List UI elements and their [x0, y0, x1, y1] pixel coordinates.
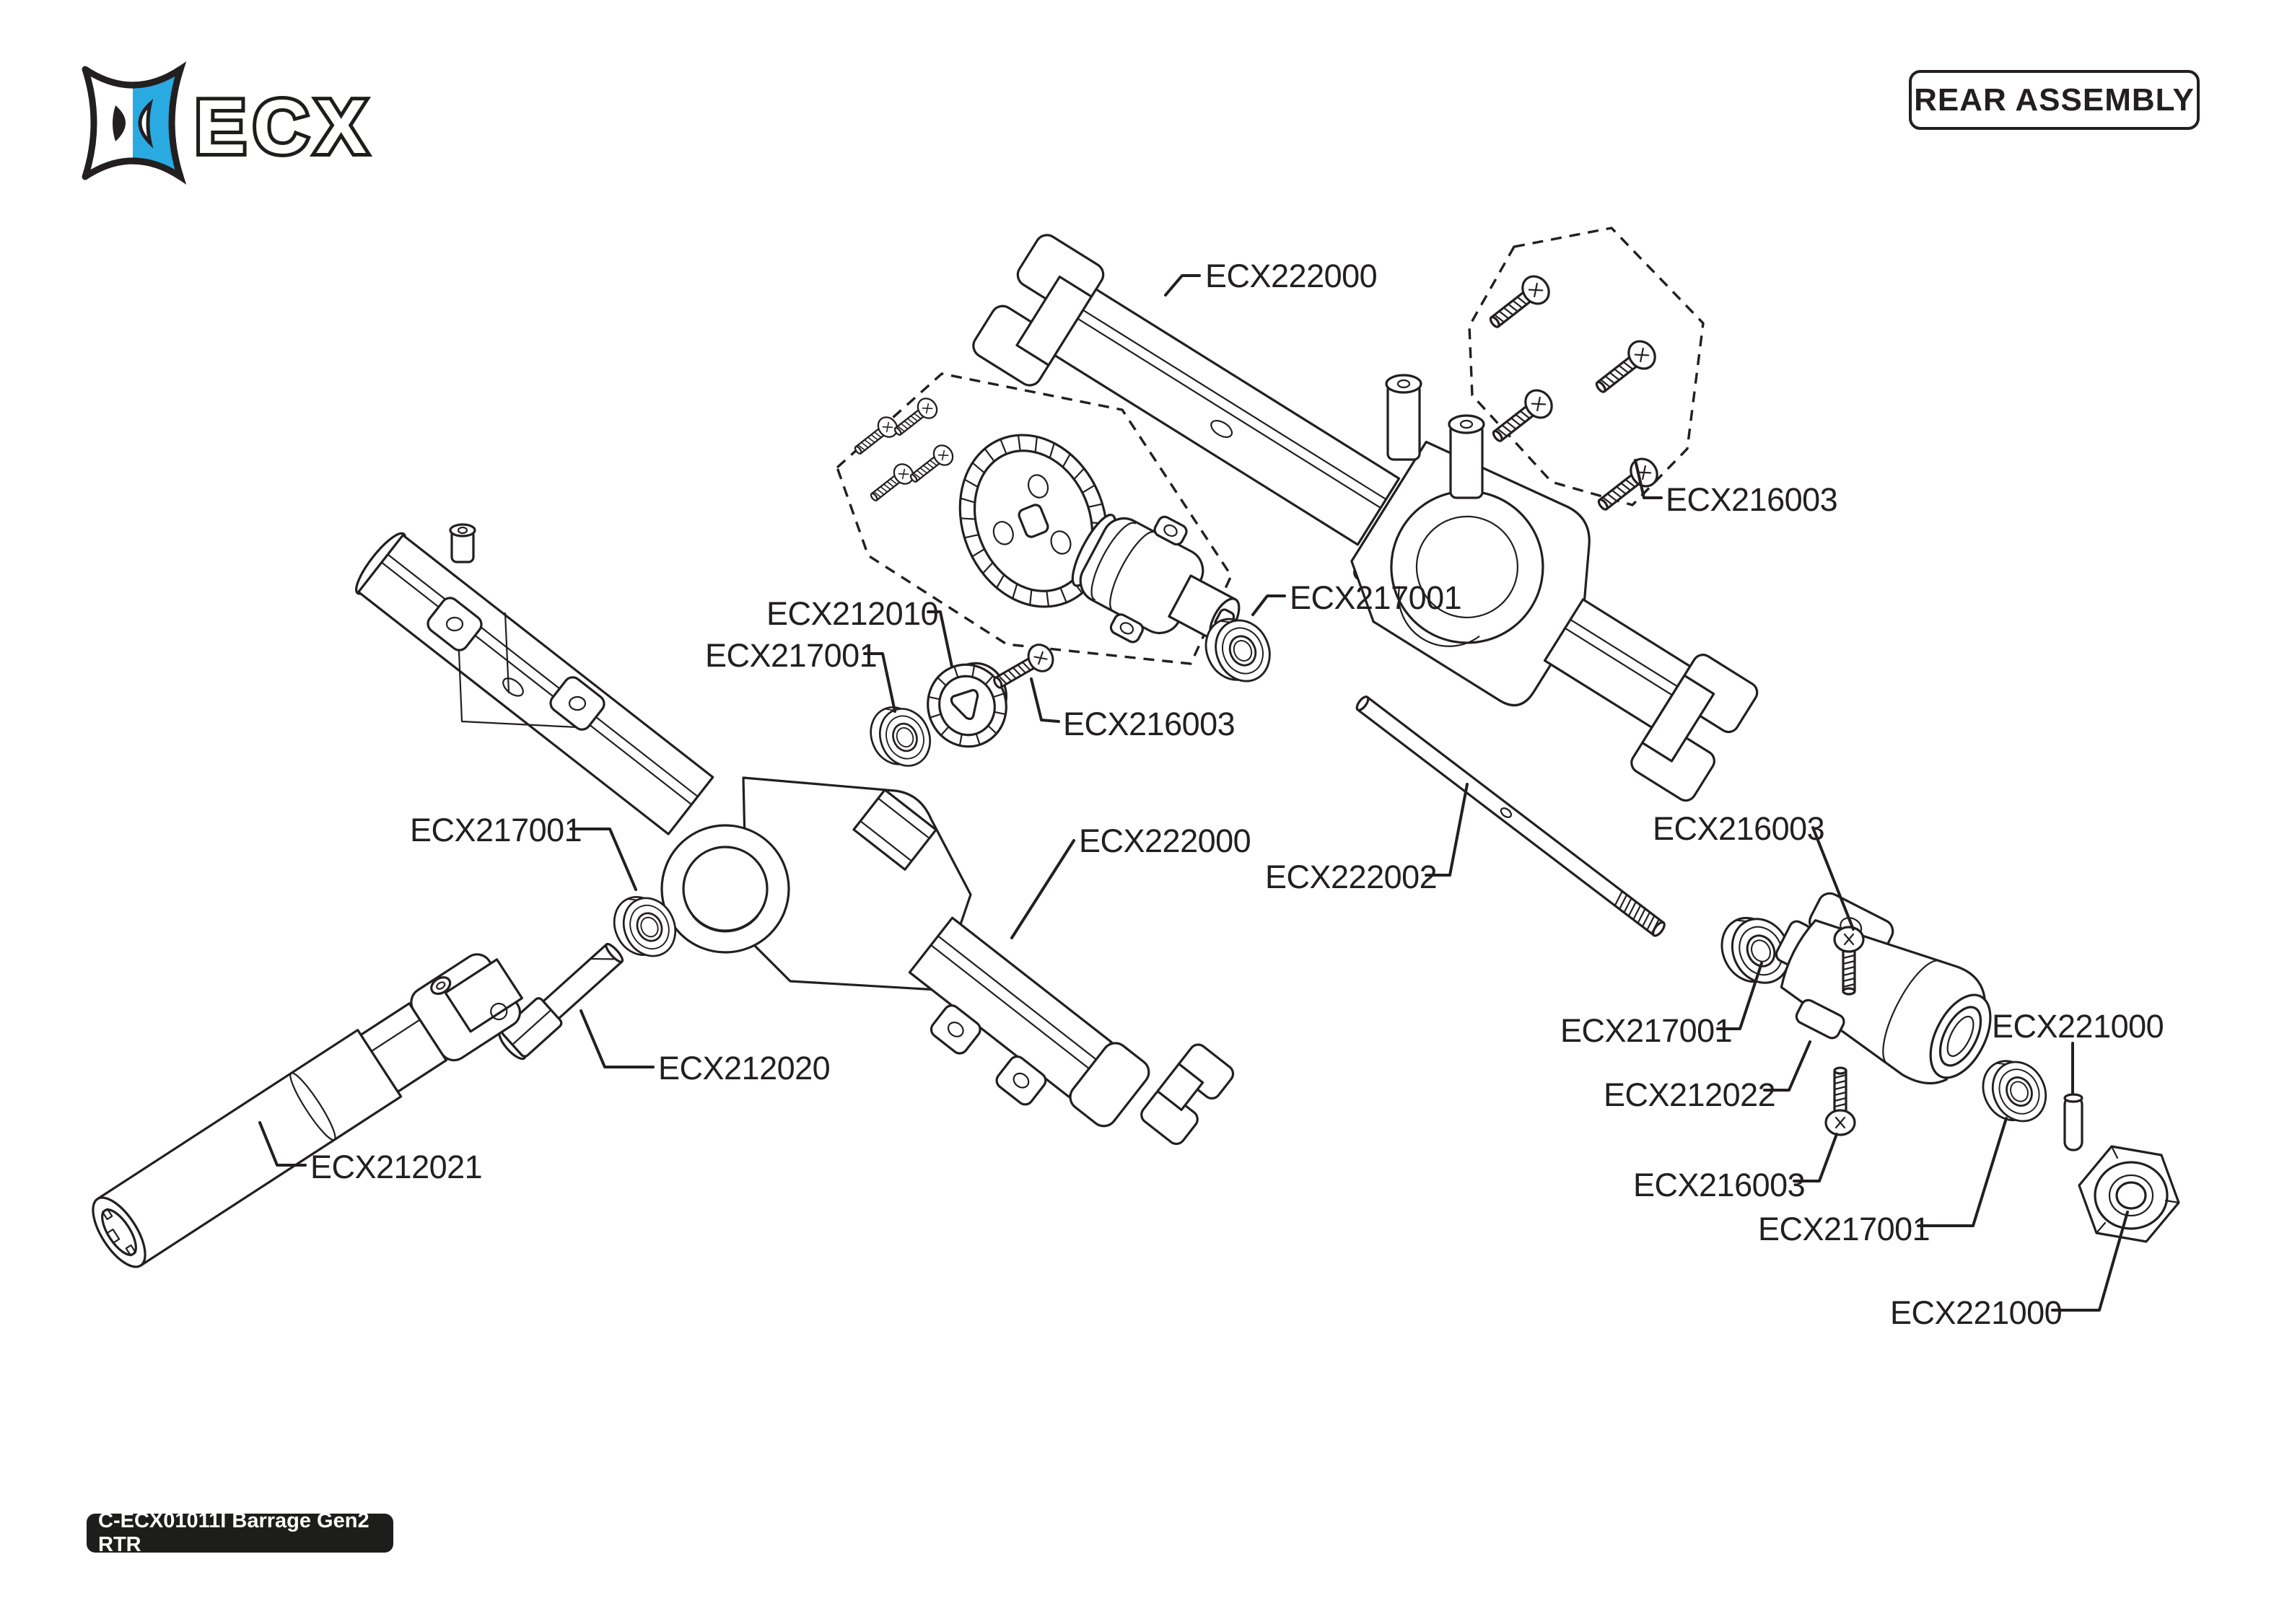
housing-link-cyl	[852, 789, 937, 871]
label-ecx217001-shaft: ECX217001	[1290, 579, 1461, 616]
label-ecx217001-shaft-leader	[1251, 594, 1286, 616]
part-wheel-nut	[2078, 1145, 2180, 1243]
label-ecx216003-topright-leader	[1634, 459, 1663, 499]
label-ecx212022: ECX212022	[1604, 1076, 1775, 1113]
part-hub-carrier	[1775, 892, 1992, 1085]
label-ecx212010-leader	[927, 610, 953, 668]
logo-claw-right	[138, 98, 154, 149]
screw	[1485, 384, 1559, 451]
screw	[888, 393, 942, 442]
shock-post	[1385, 374, 1422, 461]
label-ecx217001-left: ECX217001	[410, 812, 582, 848]
label-ecx216003-right: ECX216003	[1653, 810, 1824, 847]
label-ecx221000-nut: ECX221000	[1890, 1294, 2062, 1331]
label-ecx222000-mid-leader	[1010, 839, 1075, 939]
part-rear-axle-housing-top	[972, 234, 1759, 802]
part-rear-axle-housing-mid	[355, 523, 1235, 1146]
logo-wordmark: ECX	[195, 84, 374, 170]
label-ecx217001-midbot-leader	[1716, 962, 1763, 1030]
screw	[987, 638, 1059, 698]
label-ecx212010: ECX212010	[766, 595, 938, 632]
ecx-logo: ECX	[82, 61, 374, 185]
label-ecx212021: ECX212021	[310, 1149, 482, 1185]
screw	[1588, 335, 1662, 402]
part-diff-case	[1071, 514, 1241, 644]
label-ecx217001-midbot: ECX217001	[1560, 1012, 1732, 1049]
part-pinion-gear	[927, 662, 1008, 748]
housing-right-arm	[908, 916, 1150, 1128]
housing-bracket	[427, 597, 605, 731]
title-badge: REAR ASSEMBLY	[1909, 70, 2200, 130]
housing-post	[449, 523, 476, 563]
diff-group	[836, 372, 1280, 695]
logo-star-right-accent	[133, 61, 187, 185]
label-ecx216003-low-leader	[1793, 1133, 1838, 1182]
screw	[849, 412, 902, 461]
part-driveshaft	[92, 953, 523, 1268]
screw	[904, 440, 958, 489]
label-ecx216003-topright: ECX216003	[1666, 481, 1837, 518]
label-ecx212020-leader	[580, 1009, 655, 1068]
label-ecx222000-mid: ECX222000	[1079, 822, 1251, 859]
housing-end-cap	[1140, 1043, 1235, 1146]
labels-layer: ECX222000ECX216003ECX212010ECX217001ECX2…	[258, 258, 2164, 1331]
label-ecx216003-mid-leader	[1030, 677, 1060, 723]
screw	[865, 459, 918, 508]
part-ring-gear	[958, 434, 1108, 608]
label-ecx217001-diff: ECX217001	[705, 637, 877, 674]
label-ecx212021-leader	[258, 1121, 307, 1167]
label-ecx221000-nut-leader	[2051, 1211, 2129, 1312]
label-ecx222000-top-leader	[1164, 274, 1201, 297]
label-ecx212020: ECX212020	[658, 1050, 830, 1087]
shock-post	[1448, 414, 1485, 499]
label-ecx216003-right-leader	[1811, 826, 1855, 931]
label-ecx217001-bot: ECX217001	[1758, 1211, 1930, 1247]
label-ecx222002-leader	[1425, 783, 1469, 877]
screw	[1591, 452, 1664, 519]
screw	[1824, 1066, 1856, 1136]
label-ecx217001-left-leader	[569, 828, 637, 891]
part-axle-shaft	[1355, 695, 1666, 937]
label-ecx217001-diff-leader	[863, 652, 896, 713]
part-drive-pin	[498, 942, 624, 1061]
footer-part-code-badge: C-ECX01011I Barrage Gen2 RTR	[87, 1509, 393, 1556]
label-ecx216003-low: ECX216003	[1633, 1167, 1805, 1203]
label-ecx212022-leader	[1763, 1040, 1811, 1092]
screw-group-outline	[1468, 227, 1705, 519]
part-pin	[2063, 1093, 2083, 1151]
diff-bore-inner	[682, 846, 769, 932]
label-ecx217001-bot-leader	[1917, 1117, 2008, 1227]
logo-claw-left	[113, 105, 126, 141]
label-ecx216003-mid: ECX216003	[1063, 706, 1235, 742]
label-ecx222000-top: ECX222000	[1205, 258, 1377, 294]
label-ecx222002: ECX222002	[1265, 859, 1437, 895]
part-bearing	[1972, 1047, 2057, 1135]
label-ecx221000-pin: ECX221000	[1992, 1008, 2164, 1045]
